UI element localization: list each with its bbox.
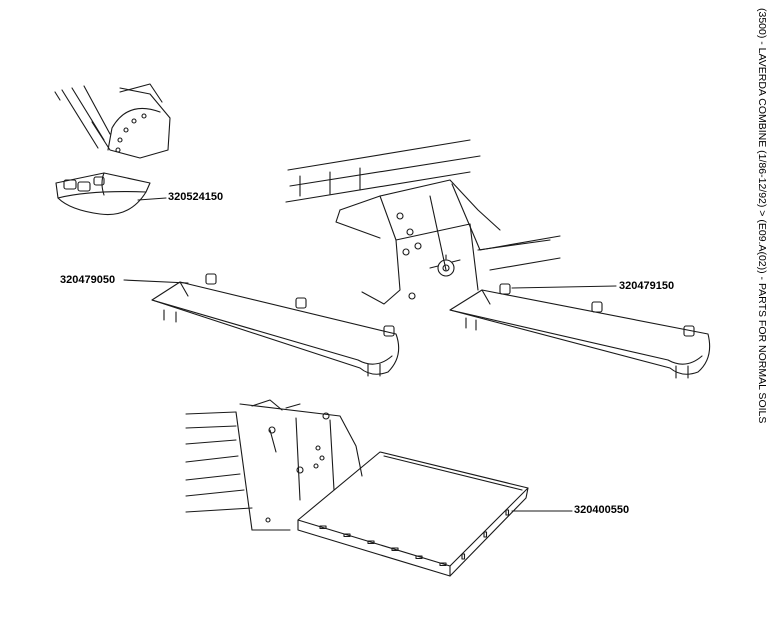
bracket-part [55,172,167,216]
part-number-plate: 320400550 [574,504,630,516]
frame-fragment-bottom [185,399,363,531]
left-shield-part [123,273,400,377]
side-caption: (3500) - LAVERDA COMBINE (1/86-12/92) > … [752,8,772,618]
frame-fragment-top [54,83,171,159]
right-shield-part [449,283,711,379]
side-caption-text: (3500) - LAVERDA COMBINE (1/86-12/92) > … [756,8,768,424]
part-number-bracket: 320524150 [168,191,224,203]
plate-part [297,451,573,577]
part-number-left-shield: 320479050 [60,274,116,286]
central-frame [285,139,561,305]
part-number-right-shield: 320479150 [619,280,675,292]
